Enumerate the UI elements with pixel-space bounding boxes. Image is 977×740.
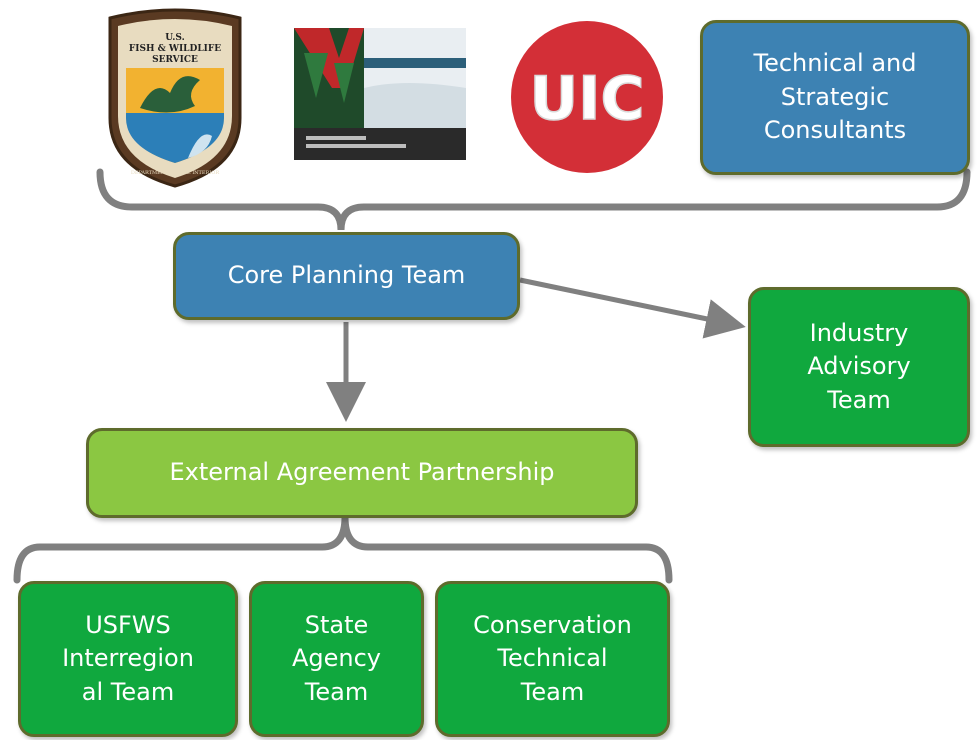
- usfws-interregional-team-box: USFWS Interregion al Team: [18, 581, 238, 737]
- conservation-technical-team-box: Conservation Technical Team: [435, 581, 670, 737]
- wisconsin-dnr-icon: [294, 28, 466, 160]
- top-brace: [96, 168, 971, 231]
- uic-circle-icon: UIC: [511, 21, 663, 173]
- uic-logo: UIC: [510, 20, 664, 174]
- usfws-shield-icon: U.S. FISH & WILDLIFE SERVICE DEPARTMENT …: [108, 8, 242, 188]
- usfws-logo: U.S. FISH & WILDLIFE SERVICE DEPARTMENT …: [100, 8, 250, 188]
- usfws-line-1: U.S.: [165, 33, 184, 43]
- usfws-ring-text: DEPARTMENT OF THE INTERIOR: [131, 170, 220, 176]
- wisconsin-dnr-logo: [294, 28, 466, 160]
- technical-consultants-box: Technical and Strategic Consultants: [700, 20, 970, 175]
- uic-text: UIC: [529, 64, 644, 134]
- external-agreement-partnership-box: External Agreement Partnership: [86, 428, 638, 518]
- bottom-brace: [13, 513, 673, 584]
- core-planning-team-box: Core Planning Team: [173, 232, 520, 320]
- arrow-core-to-industry: [519, 277, 746, 339]
- usfws-line-3: SERVICE: [152, 55, 198, 65]
- industry-advisory-team-box: Industry Advisory Team: [748, 287, 970, 447]
- usfws-line-2: FISH & WILDLIFE: [129, 44, 221, 54]
- state-agency-team-box: State Agency Team: [249, 581, 424, 737]
